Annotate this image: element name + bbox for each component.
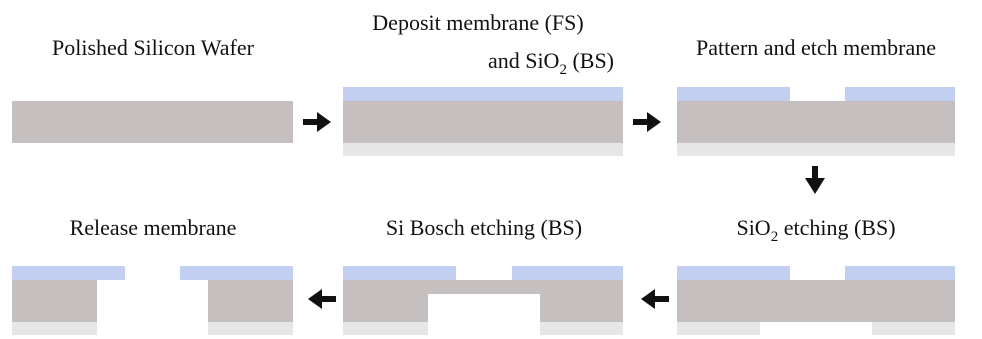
arrow-right-2 — [633, 112, 661, 132]
membrane-layer-right — [512, 266, 623, 280]
silicon-wafer — [677, 101, 955, 143]
membrane-layer — [343, 87, 623, 101]
oxide-mask-left — [12, 322, 97, 335]
step-oxide-etching: SiO2 etching (BS) — [677, 215, 955, 335]
step-bosch-etching: Si Bosch etching (BS) — [343, 215, 623, 335]
step-4-label: SiO2 etching (BS) — [736, 215, 895, 245]
step-deposit-membrane: Deposit membrane (FS) and SiO2 (BS) — [343, 10, 623, 156]
silicon-thin-top — [343, 280, 623, 294]
arrow-left-1 — [641, 289, 669, 309]
oxide-mask-left — [343, 322, 428, 335]
silicon-pillar-right — [208, 280, 293, 322]
step-6-label: Release membrane — [70, 215, 237, 240]
oxide-layer-backside — [677, 143, 955, 156]
oxide-mask-right — [208, 322, 293, 335]
membrane-layer-right — [180, 266, 293, 280]
membrane-layer-left — [12, 266, 125, 280]
step-1-label: Polished Silicon Wafer — [52, 35, 255, 60]
step-2-label-line2: and SiO2 (BS) — [488, 48, 614, 78]
arrow-left-2 — [308, 289, 336, 309]
silicon-pillar-right — [540, 294, 623, 322]
membrane-layer-left — [677, 87, 790, 101]
step-3-label: Pattern and etch membrane — [696, 35, 936, 60]
oxide-mask-right — [540, 322, 623, 335]
membrane-layer-left — [677, 266, 790, 280]
silicon-pillar-left — [343, 294, 428, 322]
silicon-wafer — [677, 280, 955, 322]
step-2-label-line1: Deposit membrane (FS) — [372, 10, 583, 35]
oxide-layer-backside — [343, 143, 623, 156]
membrane-layer-right — [845, 87, 955, 101]
membrane-layer-right — [845, 266, 955, 280]
silicon-pillar-left — [12, 280, 97, 322]
silicon-wafer — [343, 101, 623, 143]
membrane-layer-left — [343, 266, 456, 280]
step-polished-wafer: Polished Silicon Wafer — [12, 35, 293, 143]
step-5-label: Si Bosch etching (BS) — [386, 215, 582, 240]
arrow-right-1 — [303, 112, 331, 132]
oxide-mask-left — [677, 322, 760, 335]
step-release-membrane: Release membrane — [12, 215, 293, 335]
oxide-mask-right — [872, 322, 955, 335]
silicon-wafer — [12, 101, 293, 143]
step-pattern-etch-membrane: Pattern and etch membrane — [677, 35, 955, 156]
arrow-down-1 — [805, 166, 825, 194]
